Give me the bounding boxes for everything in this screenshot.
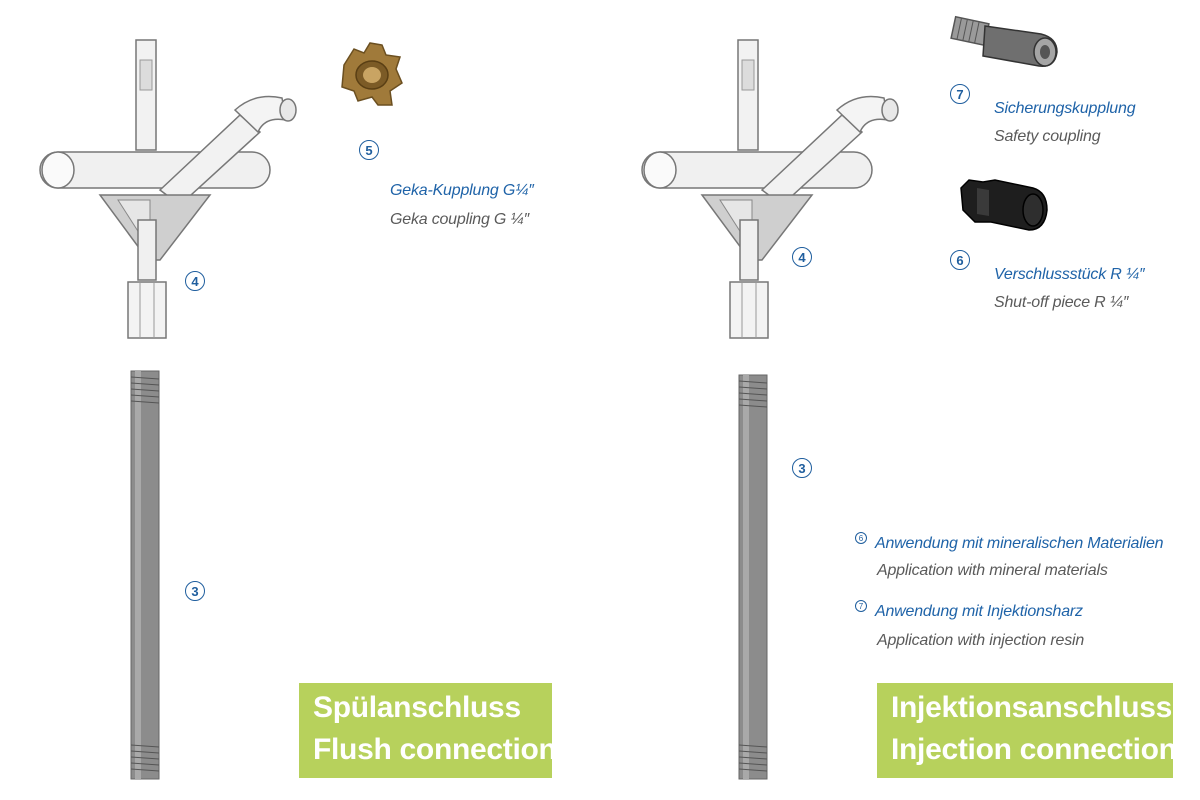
note1-label-de: Anwendung mit mineralischen Materialien: [875, 535, 1164, 552]
right-part7-marker: 7: [950, 84, 970, 104]
right-part7-label-de: Sicherungskupplung: [994, 100, 1136, 117]
note2-label-de: Anwendung mit Injektionsharz: [875, 603, 1083, 620]
left-part5-label-de: Geka-Kupplung G¼″: [390, 182, 534, 199]
right-part6-label-de: Verschlussstück R ¼″: [994, 266, 1145, 283]
left-part3-marker: 3: [185, 581, 205, 601]
right-part3-marker: 3: [792, 458, 812, 478]
left-packer-head: [39, 39, 297, 339]
right-part7-label-en: Safety coupling: [994, 128, 1101, 145]
injection-title-en: Injection connection: [891, 733, 1177, 766]
right-part6-marker: 6: [950, 250, 970, 270]
right-part4-marker: 4: [792, 247, 812, 267]
left-threaded-pipe: [130, 370, 160, 780]
left-part5-label-en: Geka coupling G ¼″: [390, 211, 530, 228]
shut-off-piece-icon: [960, 179, 1048, 231]
flush-title-en: Flush connection: [313, 733, 557, 766]
flush-title-de: Spülanschluss: [313, 691, 521, 724]
right-part6-label-en: Shut-off piece R ¼″: [994, 294, 1129, 311]
left-part5-marker: 5: [359, 140, 379, 160]
note2-marker: 7: [855, 600, 867, 612]
note1-label-en: Application with mineral materials: [877, 562, 1108, 579]
right-threaded-pipe: [738, 374, 768, 780]
geka-coupling-icon: [341, 42, 403, 106]
left-part4-marker: 4: [185, 271, 205, 291]
right-packer-head: [641, 39, 899, 339]
flush-connection-title: Spülanschluss Flush connection: [299, 683, 557, 778]
injection-connection-title: Injektionsanschluss Injection connection: [877, 683, 1177, 778]
note2-label-en: Application with injection resin: [877, 632, 1085, 649]
injection-title-de: Injektionsanschluss: [891, 691, 1173, 724]
note1-marker: 6: [855, 532, 867, 544]
safety-coupling-icon: [950, 15, 1058, 67]
